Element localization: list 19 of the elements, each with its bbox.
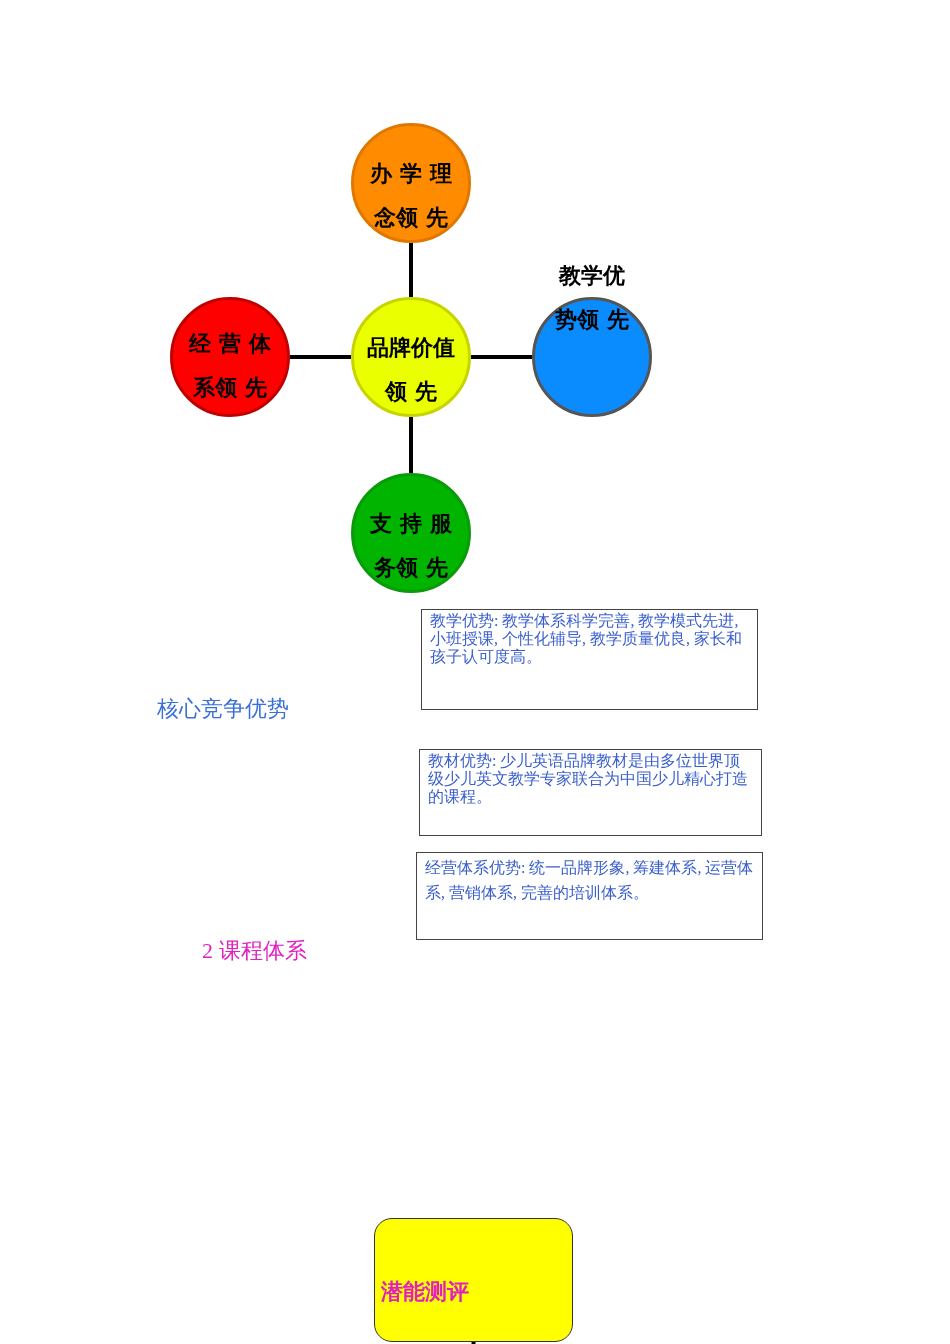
connector-line	[471, 355, 532, 359]
connector-line	[409, 417, 413, 473]
section-heading: 核心竞争优势	[157, 695, 289, 723]
node-text: 经 营 体系领 先	[187, 330, 272, 402]
node-text: 潜能测评	[381, 1278, 469, 1306]
connector-line	[409, 243, 413, 297]
node-text: 教材优势: 少儿英语品牌教材是由多位世界顶级少儿英文教学专家联合为中国少儿精心打造的课程。	[428, 752, 749, 806]
text-box	[419, 749, 762, 836]
node-text: 办 学 理念领 先	[369, 160, 453, 232]
node-text: 教学优势: 教学体系科学完善, 教学模式先进, 小班授课, 个性化辅导, 教学质量优良, 家长和孩子认可度高。	[430, 612, 743, 666]
section-heading: 2 课程体系	[202, 937, 307, 965]
node-text: 经营体系优势: 统一品牌形象, 筹建体系, 运营体系, 营销体系, 完善的培训体系。	[425, 858, 754, 903]
node-text: 支 持 服务领 先	[369, 510, 453, 582]
connector-line	[290, 355, 351, 359]
text-box	[416, 852, 763, 940]
node-text: 教学优势领 先	[554, 262, 630, 334]
text-box	[421, 609, 758, 710]
rounded-box	[374, 1218, 573, 1342]
node-text: 品牌价值领 先	[366, 334, 456, 406]
